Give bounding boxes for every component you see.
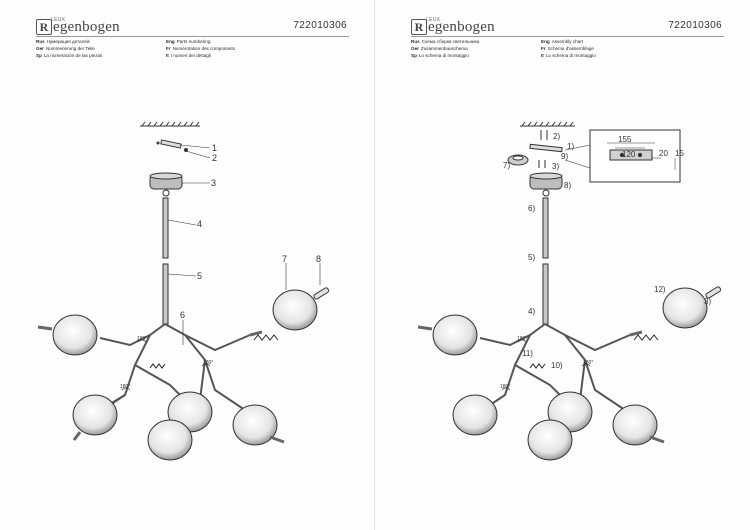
brand-name: egenbogen: [53, 19, 120, 35]
callout-6: 6): [528, 204, 535, 213]
callout-8: 8): [564, 181, 571, 190]
rotation-arrows: [501, 339, 591, 391]
angle-label: 180°: [120, 384, 130, 390]
callout-12: 12): [654, 285, 666, 294]
dimension-155: 155: [618, 135, 632, 144]
angle-labels: 180° 180° 180°: [120, 336, 213, 390]
callout-2: 2): [553, 132, 560, 141]
parts-diagram: 1 2 3 4 5 6 7 8 180° 180° 180°: [37, 121, 330, 461]
article-number: 722010306: [668, 20, 722, 31]
rod-upper: [162, 197, 169, 259]
ceiling-canopy: [149, 172, 183, 197]
header-rule: [36, 36, 349, 37]
dimension-15: 15: [675, 149, 684, 158]
angle-label: 180°: [583, 360, 593, 366]
callout-3: 3): [552, 162, 559, 171]
brand-logo: LEUX R egenbogen: [36, 17, 120, 35]
callout-8: 8: [316, 254, 321, 264]
dimension-20: 20: [659, 149, 668, 158]
spring-connectors: [149, 334, 279, 369]
callout-2: 2: [212, 153, 217, 163]
callout-1: 1: [212, 143, 217, 153]
ceiling-line: [520, 121, 575, 127]
ceiling-screws: [538, 130, 548, 168]
brand-logo: LEUX R egenbogen: [411, 17, 495, 35]
mounting-bracket: [156, 139, 188, 152]
callout-5: 5): [528, 253, 535, 262]
rotation-arrows: [121, 339, 211, 391]
light-bulb: [705, 286, 722, 299]
arm-tips: [417, 325, 665, 444]
callout-7: 7: [282, 254, 287, 264]
assembly-diagram: 2) 1) 9) 3) 7) 8) 6) 5) 4) 11) 10) 12) 3…: [417, 121, 722, 461]
ceiling-line: [140, 121, 200, 127]
brand-sub: LEUX: [426, 17, 441, 23]
rod-upper: [542, 197, 549, 259]
callout-4: 4): [528, 307, 535, 316]
page-fold: [374, 0, 375, 530]
globe-shades: [52, 289, 318, 461]
angle-label: 180°: [500, 384, 510, 390]
brand-name: egenbogen: [428, 19, 495, 35]
callout-3-bulb: 3): [704, 297, 711, 306]
callout-5: 5: [197, 271, 202, 281]
mounting-plate: [529, 143, 563, 153]
brand-mark: R: [36, 19, 52, 35]
wire-connector: [507, 154, 529, 166]
dimension-120: 120: [622, 150, 636, 159]
brand-sub: LEUX: [51, 17, 66, 23]
angle-labels: 180° 180° 180°: [500, 336, 593, 390]
callout-10: 10): [551, 361, 563, 370]
rod-lower: [542, 263, 549, 325]
callout-9: 9): [561, 152, 568, 161]
angle-label: 180°: [203, 360, 213, 366]
angle-label: 180°: [137, 336, 147, 342]
bracket-detail: [564, 129, 681, 183]
spring-connectors: [529, 334, 659, 369]
arm-tips: [37, 325, 285, 444]
article-number: 722010306: [293, 20, 347, 31]
callout-7: 7): [503, 161, 510, 170]
brand-mark: R: [411, 19, 427, 35]
light-bulb: [313, 287, 330, 300]
dimension-labels: 155 120 20 15: [618, 135, 684, 159]
callout-numbers: 2) 1) 9) 3) 7) 8) 6) 5) 4) 11) 10) 12) 3…: [503, 132, 711, 370]
callout-3: 3: [211, 178, 216, 188]
callout-1: 1): [567, 142, 574, 151]
ceiling-canopy: [529, 172, 563, 197]
rod-lower: [162, 263, 169, 325]
callout-6: 6: [180, 310, 185, 320]
angle-label: 180°: [517, 336, 527, 342]
globe-shades: [432, 287, 708, 461]
header-rule: [411, 36, 724, 37]
callout-4: 4: [197, 219, 202, 229]
callout-numbers: 1 2 3 4 5 6 7 8: [180, 143, 321, 320]
callout-11: 11): [522, 349, 533, 358]
